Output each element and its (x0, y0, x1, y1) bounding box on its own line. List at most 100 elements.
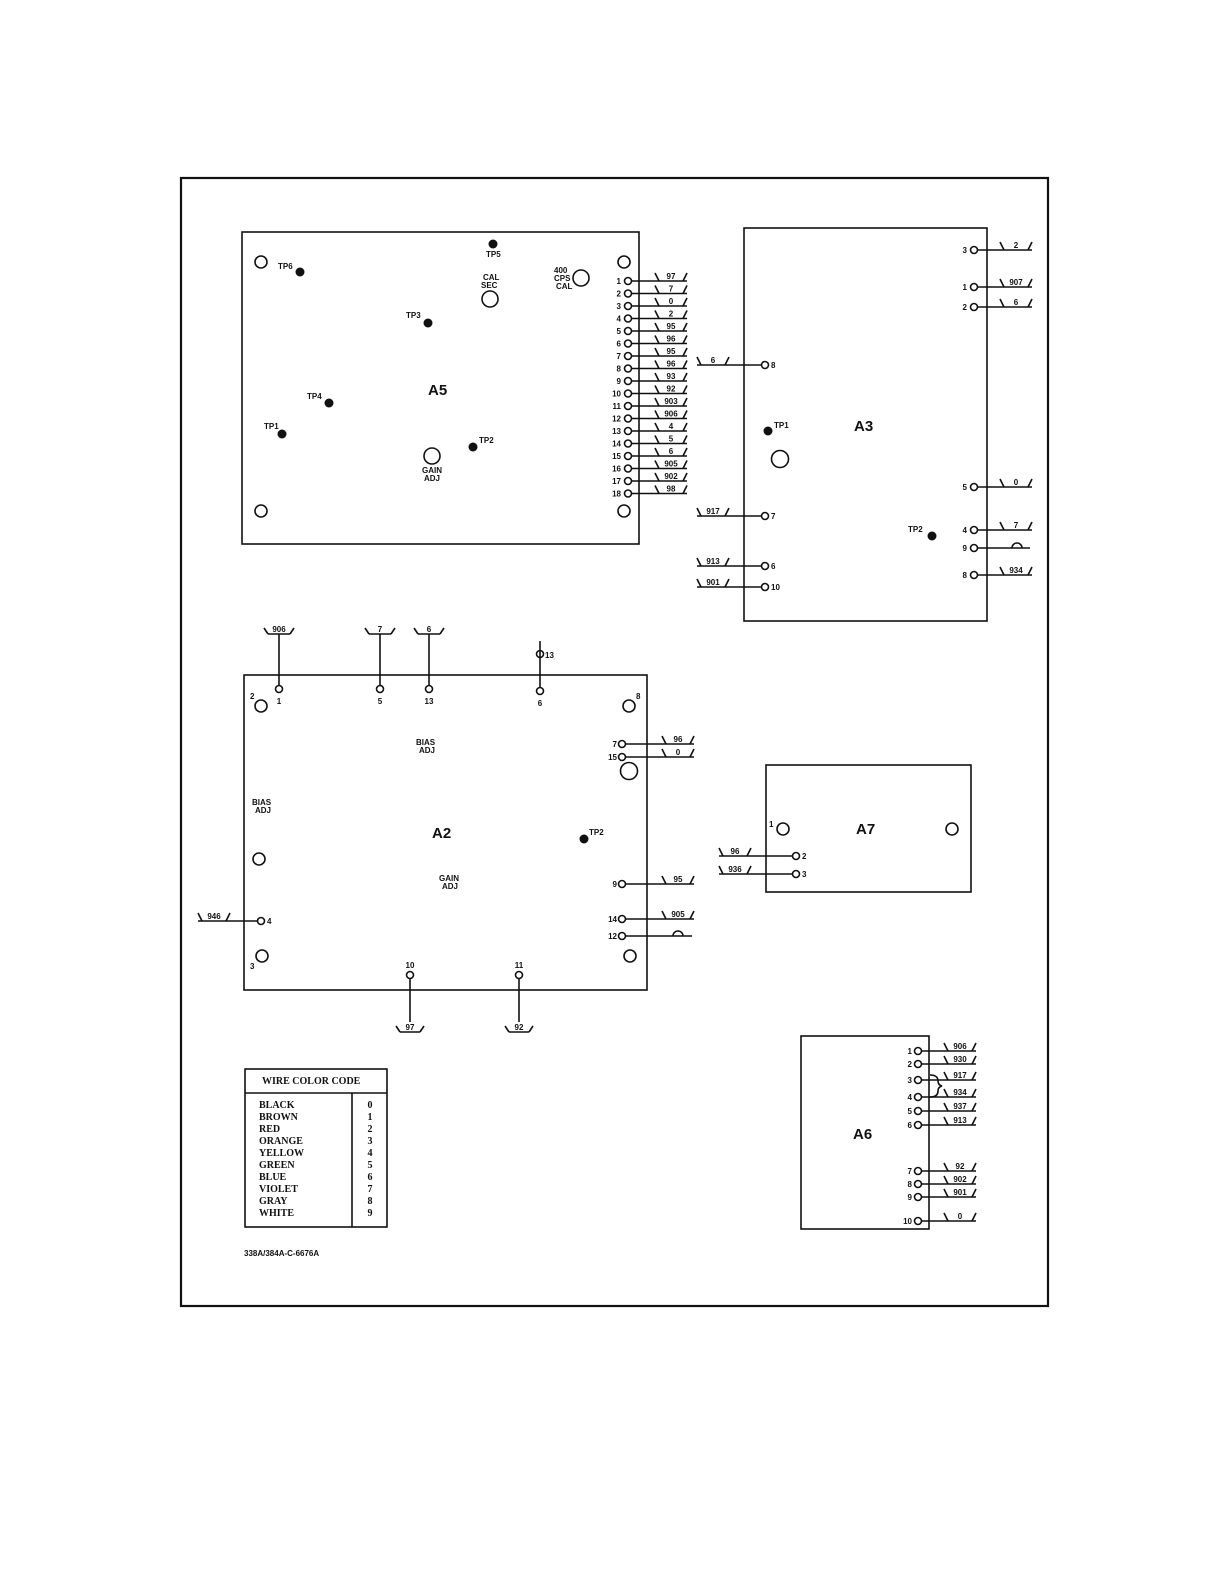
a2-corner-label: 3 (250, 962, 255, 971)
a6-terminal-pin (913, 1192, 923, 1202)
a2-mount-hole (255, 949, 269, 963)
wire-tag-slash (696, 356, 702, 366)
wire-tag-slash (724, 356, 730, 366)
a5-title: A5 (428, 382, 447, 399)
a2-terminal-pin (424, 684, 434, 694)
a5-pin-number: 5 (617, 327, 622, 336)
legend-color-code: 8 (368, 1196, 373, 1207)
wire-tag-slash (654, 272, 660, 282)
legend-color-name: ORANGE (259, 1136, 303, 1147)
a5-tp6-label: TP6 (278, 262, 293, 271)
wire-tag-slash (689, 875, 695, 885)
legend-color-name: BLACK (259, 1100, 295, 1111)
a3-pin-number: 5 (963, 483, 968, 492)
wire-tag-slash (682, 472, 688, 482)
a5-tp1-dot (277, 429, 287, 439)
a5-terminal-pin (623, 464, 633, 473)
a6-terminal-pin (913, 1046, 923, 1056)
wire-tag-slash (971, 1212, 977, 1222)
a2-bias-adj-label: ADJ (255, 806, 271, 815)
wire-tag-slash (504, 1025, 510, 1033)
a2-terminal-pin (617, 739, 627, 749)
wire-tag-slash (364, 627, 370, 635)
a3-tp1-dot (763, 426, 773, 436)
a6-terminal-pin (913, 1059, 923, 1069)
wire-number: 906 (953, 1042, 967, 1051)
wire-tag-slash (724, 578, 730, 588)
wire-tag-slash (654, 410, 660, 419)
wire-tag-slash (682, 435, 688, 444)
wire-tag-slash (999, 298, 1005, 308)
a5-pin-number: 14 (612, 440, 621, 449)
wire-tag-slash (1027, 298, 1033, 308)
wire-tag-slash (689, 735, 695, 745)
a5-tp3-dot (423, 318, 433, 328)
wire-tag-slash (528, 1025, 534, 1033)
a5-terminal-pin (623, 289, 633, 298)
wire-number: 902 (953, 1175, 967, 1184)
wire-tag-slash (943, 1088, 949, 1098)
a2-pin-number: 14 (608, 915, 617, 924)
a5-terminal-pin (623, 364, 633, 373)
wire-number: 901 (953, 1188, 967, 1197)
a3-pin-number: 9 (963, 544, 968, 553)
a6-board (800, 1035, 930, 1230)
a2-mount-hole (623, 949, 637, 963)
wire-number: 4 (669, 422, 674, 431)
a5-pin-number: 8 (617, 365, 622, 374)
wire-tag-slash (682, 385, 688, 394)
wire-tag-slash (943, 1102, 949, 1112)
wire-tag-slash (263, 627, 269, 635)
a5-pin-number: 13 (612, 427, 621, 436)
wire-tag-slash (661, 910, 667, 920)
wire-tag-slash (943, 1055, 949, 1065)
wire-tag-slash (413, 627, 419, 635)
wire-tag-slash (696, 507, 702, 517)
a3-terminal-pin (760, 360, 770, 370)
a6-pin-number: 7 (908, 1167, 913, 1176)
a5-pin-number: 7 (617, 352, 622, 361)
wire-number: 934 (1009, 566, 1023, 575)
a5-tp2-dot (468, 442, 478, 452)
a3-tp2-label: TP2 (908, 525, 923, 534)
wire-tag-slash (943, 1188, 949, 1198)
a5-terminal-pin (623, 326, 633, 336)
a6-title: A6 (853, 1126, 872, 1143)
legend-color-name: GREEN (259, 1160, 295, 1171)
wire-terminal-cap (1011, 542, 1023, 549)
wire-number: 0 (669, 297, 674, 306)
wire-tag-slash (971, 1055, 977, 1065)
a5-terminal-pin (623, 489, 633, 498)
wire-tag-slash (682, 347, 688, 357)
wire-tag-slash (225, 912, 231, 922)
a5-tp1-label: TP1 (264, 422, 279, 431)
wire-number: 93 (667, 372, 676, 381)
wire-tag-slash (943, 1212, 949, 1222)
wire-tag-slash (654, 472, 660, 482)
legend-color-code: 0 (368, 1100, 373, 1111)
wire-number: 2 (669, 310, 674, 319)
a2-terminal-pin (274, 684, 284, 694)
a3-terminal-pin (969, 570, 979, 580)
a3-terminal-pin (969, 482, 979, 492)
a5-cal-sec-pot (481, 290, 499, 308)
a2-terminal-pin (535, 686, 545, 696)
wire-number: 906 (272, 625, 286, 634)
a7-title: A7 (856, 821, 875, 838)
wire-number: 6 (1014, 298, 1019, 307)
a6-terminal-pin (913, 1092, 923, 1102)
a2-corner-label: 2 (250, 692, 255, 701)
wire-number: 5 (669, 435, 674, 444)
wire-tag-slash (718, 865, 724, 875)
wire-tag-slash (682, 322, 688, 332)
a3-pin-number: 7 (771, 512, 776, 521)
a6-terminal-pin (913, 1216, 923, 1226)
a7-board (765, 764, 972, 893)
legend-color-name: VIOLET (259, 1184, 298, 1195)
wire-tag-slash (943, 1042, 949, 1052)
a5-terminal-pin (623, 301, 633, 311)
a6-pin-number: 6 (908, 1121, 913, 1130)
a5-gain-adj-label: GAIN (422, 466, 442, 475)
a5-pin-number: 17 (612, 477, 621, 486)
